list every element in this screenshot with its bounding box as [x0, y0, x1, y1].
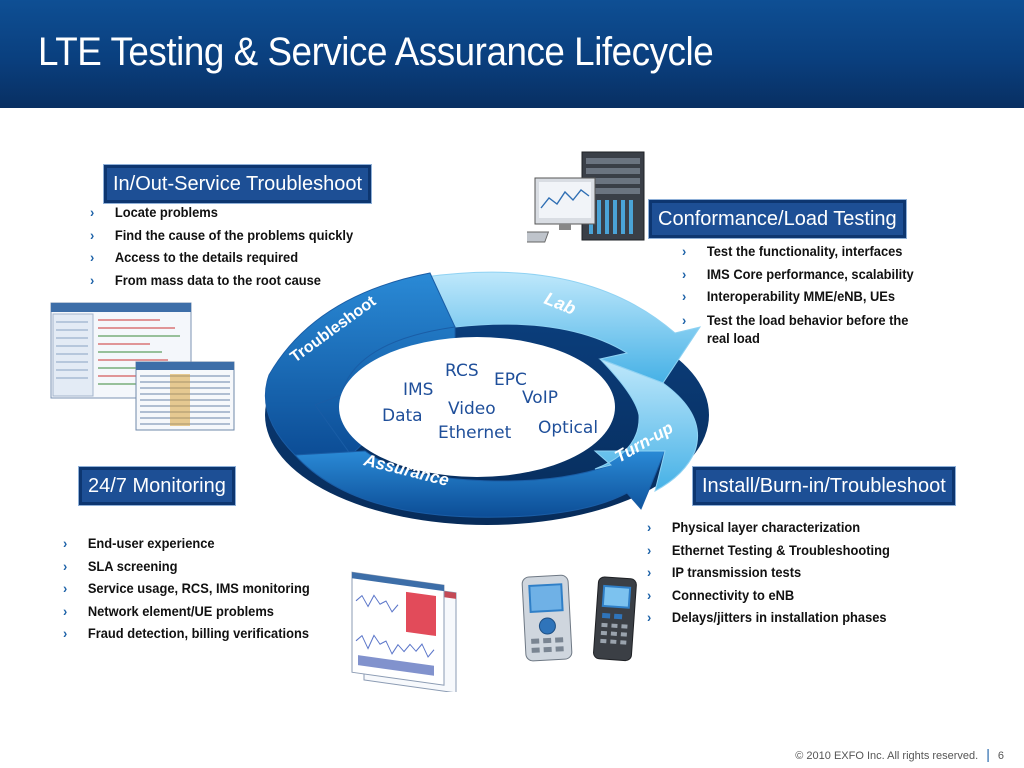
chevron-right-icon: › [63, 625, 68, 641]
term-epc: EPC [494, 370, 527, 390]
handheld-testers-image [521, 574, 637, 662]
list-item: › Physical layer characterization [647, 516, 923, 539]
bullet-text: Connectivity to eNB [671, 586, 795, 603]
lab-arrow [424, 271, 702, 384]
list-item: › Ethernet Testing & Troubleshooting [647, 539, 923, 562]
bullet-text: End-user experience [87, 535, 215, 551]
chevron-right-icon: › [682, 265, 687, 282]
list-item: › From mass data to the root cause [90, 269, 394, 292]
troubleshoot-bullets: › Locate problems › Find the cause of the … [90, 201, 394, 291]
bullet-text: Network element/UE problems [87, 602, 274, 619]
bullet-text: IP transmission tests [671, 564, 802, 580]
chevron-right-icon: › [90, 204, 95, 220]
list-item: › End-user experience [63, 532, 330, 555]
bullet-text: From mass data to the root cause [114, 271, 321, 288]
chevron-right-icon: › [90, 271, 95, 288]
title-bar: LTE Testing & Service Assurance Lifecycl… [0, 0, 1024, 108]
chevron-right-icon: › [90, 226, 95, 243]
list-item: › Fraud detection, billing verifications [63, 622, 330, 645]
chevron-right-icon: › [647, 564, 652, 580]
conformance-heading: Conformance/Load Testing [648, 199, 907, 239]
slide-title: LTE Testing & Service Assurance Lifecycl… [38, 30, 714, 74]
footer-divider: | [986, 746, 990, 762]
turnup-arrow [593, 358, 699, 492]
bullet-text: Delays/jitters in installation phases [671, 609, 887, 625]
cycle-center [339, 337, 615, 477]
bullet-text: IMS Core performance, scalability [706, 265, 914, 282]
monitoring-reports-image [351, 571, 457, 692]
bullet-text: Test the functionality, interfaces [706, 243, 903, 259]
chevron-right-icon: › [647, 609, 652, 625]
chevron-right-icon: › [90, 249, 95, 265]
monitoring-heading: 24/7 Monitoring [78, 466, 236, 506]
chevron-right-icon: › [63, 535, 68, 551]
bullet-text: Fraud detection, billing verifications [87, 625, 309, 641]
term-voip: VoIP [522, 388, 558, 408]
bullet-text: Physical layer characterization [671, 519, 861, 535]
footer-copyright: © 2010 EXFO Inc. All rights reserved. [795, 750, 979, 762]
monitoring-bullets: › End-user experience › SLA screening › Ser… [63, 532, 330, 645]
chevron-right-icon: › [682, 243, 687, 259]
list-item: › Find the cause of the problems quickly [90, 224, 394, 247]
chevron-right-icon: › [63, 580, 68, 596]
bullet-text: Ethernet Testing & Troubleshooting [671, 541, 890, 558]
list-item: › Test the load behavior before the real … [682, 308, 921, 347]
install-heading: Install/Burn-in/Troubleshoot [692, 466, 956, 506]
chevron-right-icon: › [682, 311, 687, 328]
list-item: › Delays/jitters in installation phases [647, 606, 923, 629]
list-item: › IP transmission tests [647, 561, 923, 584]
troubleshoot-heading: In/Out-Service Troubleshoot [103, 164, 373, 204]
term-ims: IMS [403, 380, 433, 400]
page-number: 6 [997, 750, 1004, 762]
bullet-text: SLA screening [87, 557, 178, 574]
chevron-right-icon: › [647, 519, 652, 535]
list-item: › SLA screening [63, 555, 330, 578]
chevron-right-icon: › [63, 557, 68, 574]
bullet-text: Interoperability MME/eNB, UEs [706, 288, 896, 304]
chevron-right-icon: › [63, 602, 68, 619]
term-optical: Optical [538, 418, 598, 438]
install-bullets: › Physical layer characterization › Ethern… [647, 516, 923, 629]
bullet-text: Test the load behavior before the real l… [706, 311, 909, 346]
bullet-text: Access to the details required [114, 249, 299, 265]
list-item: › IMS Core performance, scalability [682, 263, 921, 286]
list-item: › Test the functionality, interfaces [682, 240, 921, 263]
conformance-bullets: › Test the functionality, interfaces › IMS… [682, 240, 921, 347]
bullet-text: Locate problems [114, 204, 218, 220]
term-ethernet: Ethernet [438, 423, 512, 443]
chevron-right-icon: › [682, 288, 687, 304]
chevron-right-icon: › [647, 586, 652, 603]
term-video: Video [448, 399, 496, 419]
lifecycle-cycle-diagram: Lab Troubleshoot Assurance Turn-up RCS E… [264, 271, 709, 525]
list-item: › Locate problems [90, 201, 394, 224]
list-item: › Interoperability MME/eNB, UEs [682, 285, 921, 308]
bullet-text: Find the cause of the problems quickly [114, 226, 354, 243]
list-item: › Access to the details required [90, 246, 394, 269]
list-item: › Network element/UE problems [63, 600, 330, 623]
bullet-text: Service usage, RCS, IMS monitoring [87, 580, 310, 596]
list-item: › Connectivity to eNB [647, 584, 923, 607]
term-data: Data [382, 406, 423, 426]
assurance-arrow [293, 450, 666, 518]
test-equipment-image [527, 151, 645, 243]
software-screenshot-image [50, 302, 235, 431]
term-rcs: RCS [445, 361, 479, 381]
footer: © 2010 EXFO Inc. All rights reserved. | 6 [795, 746, 1004, 762]
list-item: › Service usage, RCS, IMS monitoring [63, 577, 330, 600]
chevron-right-icon: › [647, 541, 652, 558]
